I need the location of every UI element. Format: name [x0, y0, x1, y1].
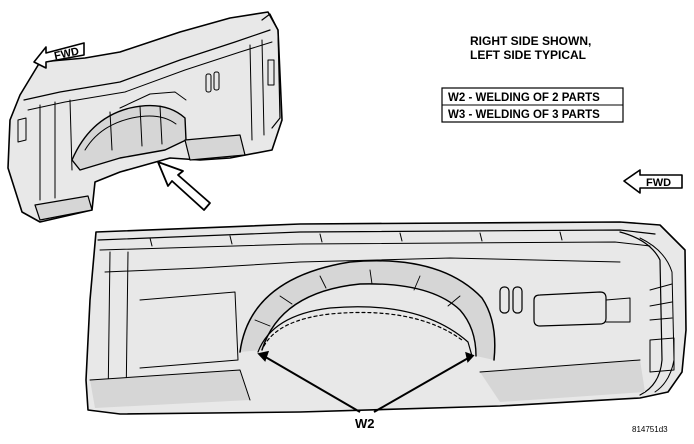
- weld-legend: W2 - WELDING OF 2 PARTS W3 - WELDING OF …: [441, 87, 624, 123]
- outer-side-panel: [85, 221, 687, 415]
- w2-callout-label: W2: [355, 416, 375, 431]
- legend-w2: W2 - WELDING OF 2 PARTS: [448, 92, 600, 104]
- figure-id: 814751d3: [632, 425, 668, 434]
- w2-callout: W2: [257, 350, 475, 431]
- legend-w3: W3 - WELDING OF 3 PARTS: [448, 109, 600, 121]
- view-direction-arrow: [157, 161, 211, 211]
- inner-panel-view: [7, 11, 283, 223]
- note-line-2: LEFT SIDE TYPICAL: [470, 48, 586, 62]
- fwd-arrow-lower: FWD: [623, 169, 683, 194]
- fwd-arrow-upper: FWD: [33, 42, 85, 69]
- fwd-label-lower: FWD: [646, 177, 671, 189]
- note-line-1: RIGHT SIDE SHOWN,: [470, 34, 591, 48]
- fwd-label-upper: FWD: [53, 46, 80, 63]
